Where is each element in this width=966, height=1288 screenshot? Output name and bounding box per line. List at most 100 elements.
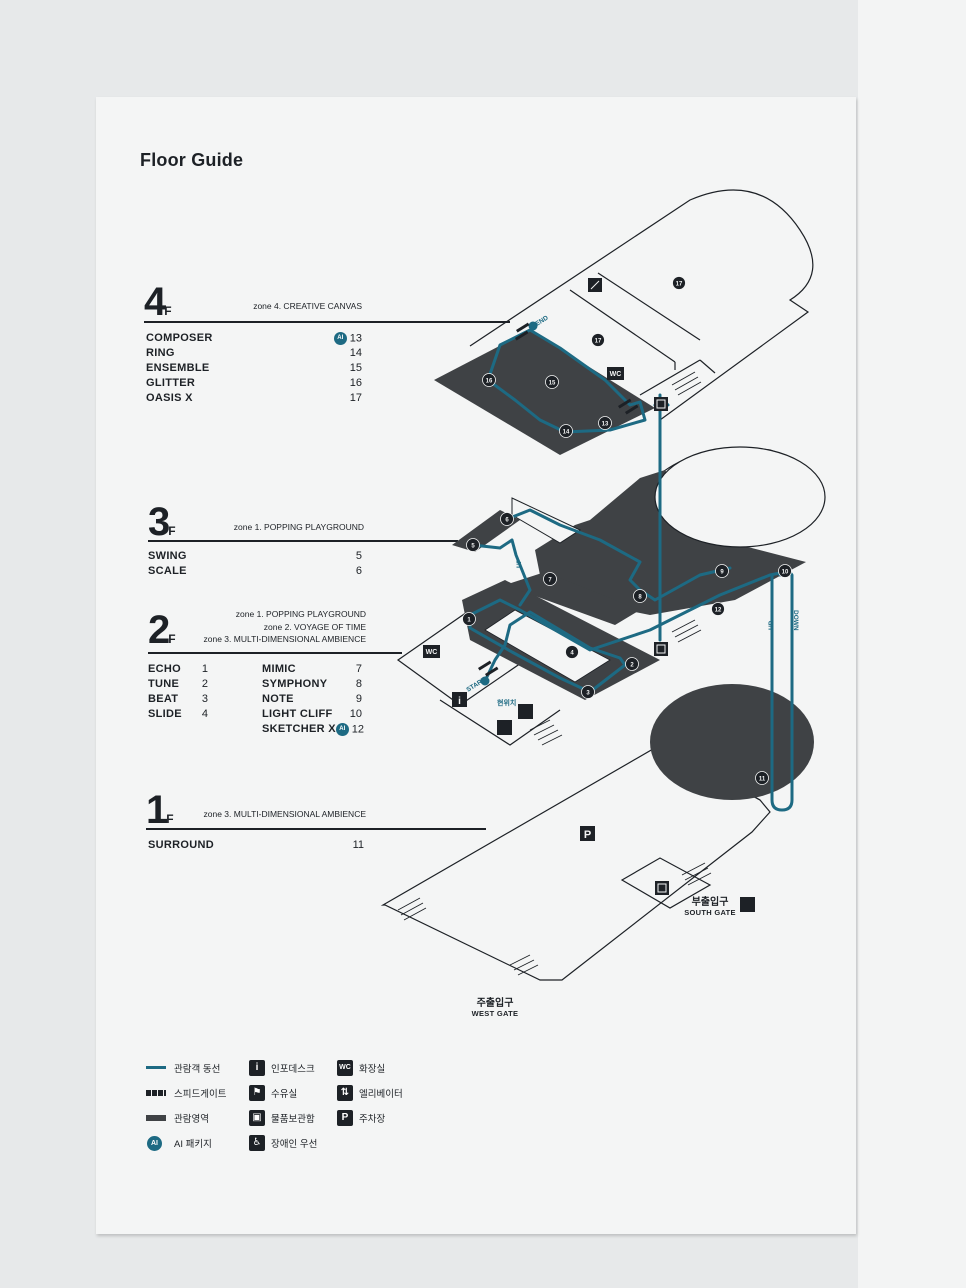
legend-restroom-icon: WC bbox=[337, 1060, 353, 1076]
floor-2-item: NOTE bbox=[262, 693, 294, 705]
accessible-priority-icon bbox=[740, 897, 755, 912]
marker-12 bbox=[711, 602, 725, 616]
floor-1-exhibition-area bbox=[650, 684, 814, 800]
svg-text:2: 2 bbox=[630, 663, 634, 669]
floor-4-exhibition-area bbox=[434, 330, 655, 455]
legend-label: 관람객 동선 bbox=[174, 1064, 221, 1075]
route-down-label: DOWN bbox=[792, 610, 799, 631]
floor-3-rule bbox=[148, 540, 458, 542]
floor-3-item-number: 6 bbox=[355, 565, 362, 577]
svg-text:7: 7 bbox=[548, 578, 552, 584]
legend-label: 엘리베이터 bbox=[359, 1089, 403, 1100]
floor-3-zone: zone 1. POPPING PLAYGROUND bbox=[233, 522, 364, 532]
elevator-icon bbox=[654, 397, 668, 411]
legend-elevator-icon: ⇅ bbox=[337, 1085, 353, 1101]
svg-text:8: 8 bbox=[638, 595, 642, 601]
parking-icon bbox=[580, 826, 595, 841]
route-up-label: UP bbox=[516, 558, 523, 568]
legend-ai-package-icon: AI bbox=[147, 1136, 162, 1151]
restroom-icon bbox=[607, 367, 624, 380]
floor-4-item: ENSEMBLE bbox=[146, 362, 210, 374]
speed-gates bbox=[478, 322, 639, 677]
legend-route-icon bbox=[146, 1066, 166, 1069]
legend-speed-gate-icon bbox=[146, 1090, 166, 1096]
svg-text:WC: WC bbox=[610, 371, 622, 378]
marker-17 bbox=[672, 276, 686, 290]
floor-3-item: SWING bbox=[148, 550, 187, 562]
floor-4-item: OASIS X bbox=[146, 392, 193, 404]
floor-2-item: BEAT bbox=[148, 693, 179, 705]
floor-4-item: GLITTER bbox=[146, 377, 196, 389]
legend-label: 관람영역 bbox=[174, 1114, 209, 1125]
legend-label: 인포데스크 bbox=[271, 1064, 315, 1075]
floor-2-item-number: 9 bbox=[355, 693, 362, 705]
marker-11 bbox=[755, 771, 769, 785]
floor-4-zone: zone 4. CREATIVE CANVAS bbox=[253, 301, 362, 311]
floor-2-item-number: 2 bbox=[201, 678, 208, 690]
svg-text:14: 14 bbox=[563, 430, 570, 436]
floor-4-item-number: 17 bbox=[349, 392, 362, 404]
elevator-icon bbox=[654, 642, 668, 656]
floor-1-number: 1F bbox=[146, 788, 174, 832]
marker-4 bbox=[565, 645, 579, 659]
floor-2-number: 2F bbox=[148, 608, 176, 652]
floor-2-item-number: 3 bbox=[201, 693, 208, 705]
floor-2-item-number: 8 bbox=[355, 678, 362, 690]
floor-3-item: SCALE bbox=[148, 565, 187, 577]
elevator-icon bbox=[655, 881, 669, 895]
info-desk-icon bbox=[452, 692, 467, 707]
current-location-label: 현위치 bbox=[497, 698, 516, 707]
marker-17 bbox=[591, 333, 605, 347]
floor-2-zones: zone 1. POPPING PLAYGROUND zone 2. VOYAG… bbox=[203, 609, 366, 644]
floor-2-item: SKETCHER X bbox=[262, 723, 336, 735]
floor-2-item: MIMIC bbox=[262, 663, 296, 675]
west-gate-label: 주출입구 WEST GATE bbox=[471, 998, 519, 1018]
svg-text:13: 13 bbox=[602, 422, 609, 428]
marker-1 bbox=[462, 612, 476, 626]
legend-label: 수유실 bbox=[271, 1089, 298, 1100]
floor-3-item-number: 5 bbox=[355, 550, 362, 562]
marker-10 bbox=[778, 564, 792, 578]
floor-4-rule bbox=[144, 321, 510, 323]
legend-label: 물품보관함 bbox=[271, 1114, 315, 1125]
locker-icon bbox=[518, 704, 533, 719]
floor-2-item: SYMPHONY bbox=[262, 678, 328, 690]
legend-label: 주차장 bbox=[359, 1114, 386, 1125]
floor-1-zone: zone 3. MULTI-DIMENSIONAL AMBIENCE bbox=[203, 809, 366, 819]
floor-2-item: ECHO bbox=[148, 663, 181, 675]
legend-label: 화장실 bbox=[359, 1064, 386, 1075]
svg-text:10: 10 bbox=[782, 570, 789, 576]
svg-text:17: 17 bbox=[676, 282, 683, 288]
svg-text:9: 9 bbox=[720, 570, 724, 576]
accessible-priority-icon bbox=[497, 720, 512, 735]
legend-locker-icon: ▣ bbox=[249, 1110, 265, 1126]
marker-3 bbox=[581, 685, 595, 699]
svg-text:WC: WC bbox=[426, 649, 438, 656]
floor-2-item: LIGHT CLIFF bbox=[262, 708, 333, 720]
svg-text:5: 5 bbox=[471, 544, 475, 550]
south-gate-label: 부출입구 SOUTH GATE bbox=[684, 897, 736, 917]
floor-2-item-number: 10 bbox=[349, 708, 362, 720]
legend-exhibition-area-icon bbox=[146, 1115, 166, 1121]
ai-package-icon: AI bbox=[335, 723, 349, 736]
floor-1-rule bbox=[146, 828, 486, 830]
marker-8 bbox=[633, 589, 647, 603]
svg-text:1: 1 bbox=[467, 618, 471, 624]
exhibit-markers bbox=[462, 276, 792, 785]
legend-accessible-icon: ♿ bbox=[249, 1135, 265, 1151]
floor-2-item: SLIDE bbox=[148, 708, 182, 720]
floor-4-item: COMPOSER bbox=[146, 332, 213, 344]
floor-2-item-number: 7 bbox=[355, 663, 362, 675]
floor-4-item: RING bbox=[146, 347, 175, 359]
floor-4-item-number: 14 bbox=[349, 347, 362, 359]
marker-16 bbox=[482, 373, 496, 387]
svg-text:16: 16 bbox=[486, 379, 493, 385]
floor-1-item-number: 11 bbox=[352, 839, 364, 851]
floor-guide-board bbox=[96, 97, 856, 1234]
floor-4-outline bbox=[469, 189, 814, 421]
svg-text:17: 17 bbox=[595, 339, 602, 345]
legend-info-desk-icon: i bbox=[249, 1060, 265, 1076]
